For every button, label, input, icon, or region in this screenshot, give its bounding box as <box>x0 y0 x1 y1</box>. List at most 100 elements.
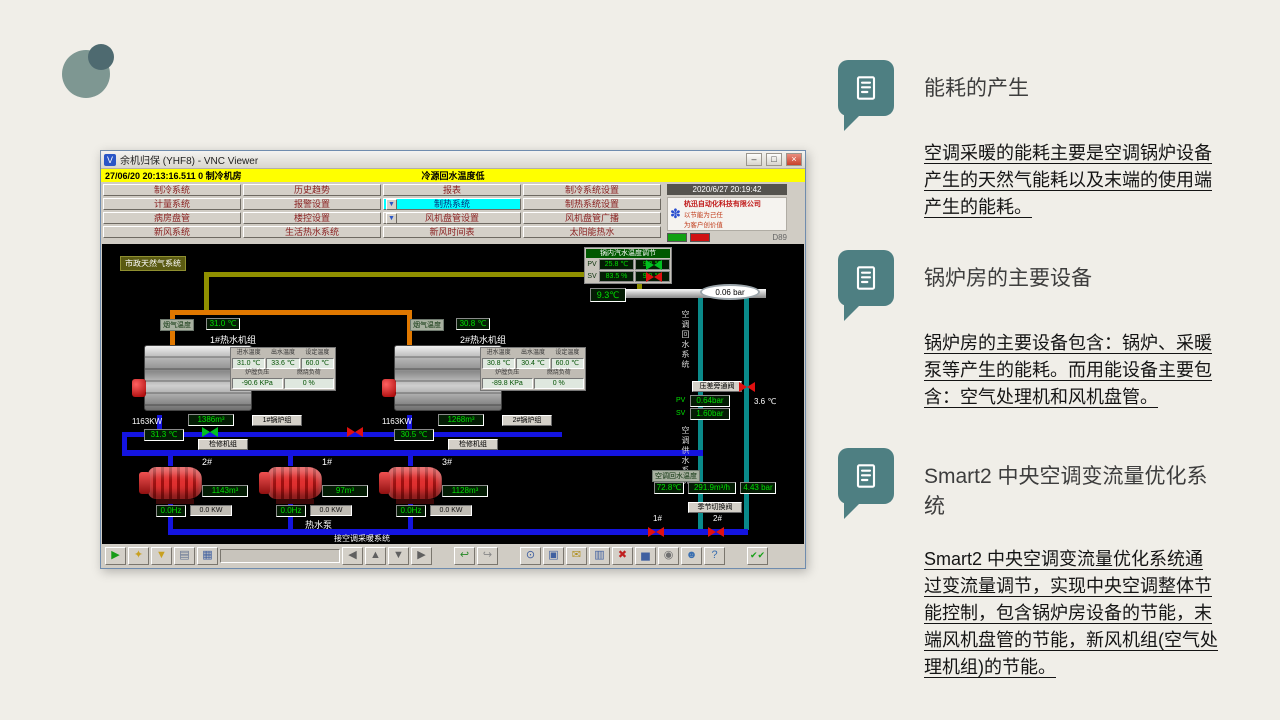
section-title: 锅炉房的主要设备 <box>924 267 1092 290</box>
section-smart2-system: Smart2 中央空调变流量优化系统 Smart2 中央空调变流量优化系统通过变… <box>838 448 1218 681</box>
header-valve-green-icon[interactable] <box>202 427 218 437</box>
param-label: 出水温度 <box>270 350 295 356</box>
corner-tag: D89 <box>772 233 787 242</box>
pump-flow-display: 97m³ <box>322 485 368 497</box>
menu-arrow-button[interactable]: ▼ <box>386 199 397 210</box>
vendor-slogan-2: 为客户创价值 <box>683 222 723 229</box>
clock-icon[interactable]: ⊙ <box>520 547 541 565</box>
pump-graphic[interactable] <box>259 467 322 504</box>
alarm-text-left: 27/06/20 20:13:16.511 0 制冷机房 <box>105 171 242 181</box>
pump-power-display: 0.0 KW <box>310 505 352 516</box>
vendor-name: 杭迅自动化科技有限公司 <box>683 201 761 208</box>
printer-icon[interactable]: ▤ <box>174 547 195 565</box>
window-title: 余机归保 (YHF8) - VNC Viewer <box>120 156 259 167</box>
menu-button[interactable]: 楼控设置 <box>243 212 381 224</box>
menu-button[interactable]: 新风时间表 <box>383 226 521 238</box>
boiler-power-label: 1163KW <box>382 417 413 426</box>
boiler-power-label: 1163KW <box>132 417 163 426</box>
pump-graphic[interactable] <box>379 467 442 504</box>
menu-button[interactable]: 风机盘管广播 <box>523 212 661 224</box>
menu-button[interactable]: 太阳能热水 <box>523 226 661 238</box>
season-switch-valve-button[interactable]: 季节切换阀 <box>688 502 742 513</box>
menu-panel: 制冷系统 历史趋势 报表 制冷系统设置 计量系统 报警设置 制热系统 制热系统设… <box>101 182 805 244</box>
cd-icon[interactable]: ◉ <box>658 547 679 565</box>
flue-temp-display: 30.8 ℃ <box>456 318 490 330</box>
pump-graphic[interactable] <box>139 467 202 504</box>
menu-grid: 制冷系统 历史趋势 报表 制冷系统设置 计量系统 报警设置 制热系统 制热系统设… <box>103 184 661 242</box>
save-icon[interactable]: ▣ <box>543 547 564 565</box>
up-icon[interactable]: ▲ <box>365 547 386 565</box>
document-lines-icon <box>856 76 876 100</box>
param-value: 60.0 ℃ <box>550 358 584 369</box>
check-valve-green-icon[interactable] <box>646 260 662 270</box>
boiler-unit-1[interactable]: 烟气温度 31.0 ℃ 1#热水机组 进水温度 出水温度 设定温度 31.0 ℃… <box>132 318 344 457</box>
valve-1-icon[interactable] <box>648 527 664 537</box>
redo-icon[interactable]: ↪ <box>477 547 498 565</box>
chart-icon[interactable]: ▅ <box>635 547 656 565</box>
menu-button[interactable]: 制冷系统 <box>103 184 241 196</box>
menu-button[interactable]: 历史趋势 <box>243 184 381 196</box>
menu-button[interactable]: 生活热水系统 <box>243 226 381 238</box>
return-temp-display: 72.8℃ <box>654 482 684 494</box>
bypass-valve-button[interactable]: 压差旁通阀 <box>692 381 742 392</box>
pump-freq-display: 0.0Hz <box>276 505 306 517</box>
menu-button[interactable]: 制热系统设置 <box>523 198 661 210</box>
pump-unit-1[interactable]: 1# 97m³ 0.0Hz 0.0 KW <box>258 457 374 521</box>
grid-icon[interactable]: ▦ <box>197 547 218 565</box>
pressure-gauge: 0.06 bar <box>700 284 760 300</box>
menu-button[interactable]: 风机盘管设置 <box>383 212 521 224</box>
datetime-display: 2020/6/27 20:19:42 <box>667 184 787 195</box>
bypass-valve-icon[interactable] <box>739 382 755 392</box>
boiler-outlet-temp-display: 31.3 ℃ <box>144 429 184 441</box>
check-icon[interactable]: ✔✔ <box>747 547 768 565</box>
bypass-sv-value: 1.60bar <box>690 408 730 420</box>
boiler-service-button[interactable]: 检修机组 <box>448 439 498 450</box>
menu-button[interactable]: 制冷系统设置 <box>523 184 661 196</box>
filter-icon[interactable]: ▼ <box>151 547 172 565</box>
header-valve-red-icon[interactable] <box>347 427 363 437</box>
minimize-button[interactable]: – <box>746 153 762 166</box>
boiler-gas-total-display: 1268m³ <box>438 414 484 426</box>
menu-button-active[interactable]: 制热系统 <box>383 198 521 210</box>
pipe-pump-drop <box>168 456 173 466</box>
boiler-group-button[interactable]: 2#锅炉组 <box>502 415 552 426</box>
vnc-app-icon: V <box>104 153 116 166</box>
menu-button[interactable]: 新风系统 <box>103 226 241 238</box>
menu-button[interactable]: 计量系统 <box>103 198 241 210</box>
bypass-pv-label: PV <box>676 397 686 404</box>
close-button[interactable]: × <box>786 153 802 166</box>
undo-icon[interactable]: ↩ <box>454 547 475 565</box>
copy-icon[interactable]: ▥ <box>589 547 610 565</box>
user-icon[interactable]: ☻ <box>681 547 702 565</box>
pump-name: 1# <box>322 457 333 467</box>
check-valve-red-icon[interactable] <box>646 272 662 282</box>
param-value: 30.4 ℃ <box>516 358 550 369</box>
forward-icon[interactable]: ▶ <box>411 547 432 565</box>
boiler-service-button[interactable]: 检修机组 <box>198 439 248 450</box>
help-icon[interactable]: ? <box>704 547 725 565</box>
menu-button[interactable]: 病房盘管 <box>103 212 241 224</box>
menu-arrow-button[interactable]: ▼ <box>386 213 397 224</box>
param-label: 燃烧负荷 <box>546 370 571 376</box>
valve-1-label: 1# <box>653 514 662 523</box>
pump-unit-2[interactable]: 2# 1143m³ 0.0Hz 0.0 KW <box>138 457 254 521</box>
menu-button[interactable]: 报表 <box>383 184 521 196</box>
key-icon[interactable]: ✦ <box>128 547 149 565</box>
window-titlebar[interactable]: V 余机归保 (YHF8) - VNC Viewer – □ × <box>101 151 805 169</box>
pump-unit-3[interactable]: 3# 1128m³ 0.0Hz 0.0 KW <box>378 457 494 521</box>
supply-system-vertical-label: 空调供水系统 <box>681 426 690 486</box>
run-icon[interactable]: ▶ <box>105 547 126 565</box>
sv-label: SV <box>587 273 597 280</box>
delete-icon[interactable]: ✖ <box>612 547 633 565</box>
down-icon[interactable]: ▼ <box>388 547 409 565</box>
boiler-unit-2[interactable]: 烟气温度 30.8 ℃ 2#热水机组 进水温度 出水温度 设定温度 30.8 ℃… <box>382 318 594 457</box>
mail-icon[interactable]: ✉ <box>566 547 587 565</box>
back-icon[interactable]: ◀ <box>342 547 363 565</box>
pipe-steel <box>611 289 766 298</box>
menu-button[interactable]: 报警设置 <box>243 198 381 210</box>
boiler-outlet-temp-display: 30.5 ℃ <box>394 429 434 441</box>
alarm-banner: 27/06/20 20:13:16.511 0 制冷机房 冷源回水温度低 <box>101 169 805 182</box>
valve-2-icon[interactable] <box>708 527 724 537</box>
boiler-group-button[interactable]: 1#锅炉组 <box>252 415 302 426</box>
maximize-button[interactable]: □ <box>766 153 782 166</box>
